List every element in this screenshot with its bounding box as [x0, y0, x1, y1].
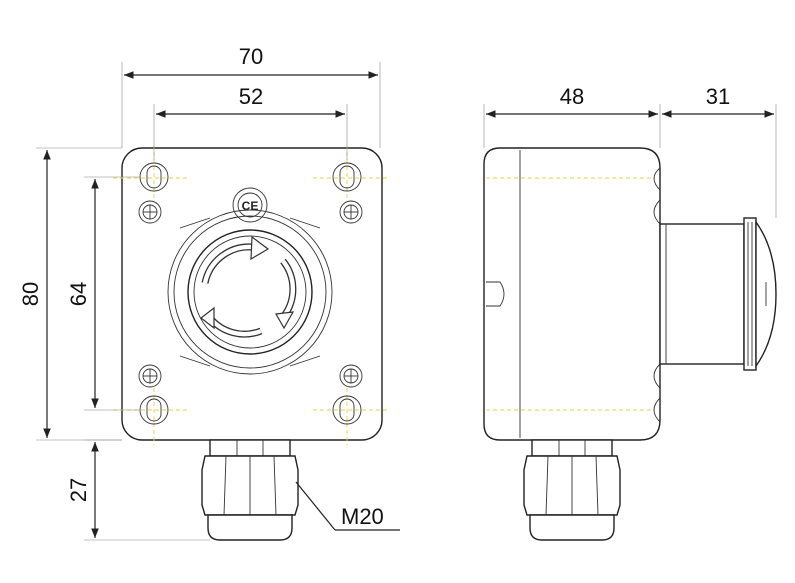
screw-icon: [339, 200, 363, 224]
dim-width-outer: 70: [121, 44, 381, 148]
thread-label: M20: [341, 504, 384, 529]
dim-label-31: 31: [706, 84, 730, 109]
dim-height-holes: 64: [66, 176, 140, 411]
dim-label-70: 70: [239, 44, 263, 69]
dim-gland-length: 27: [66, 439, 210, 541]
button-side: [659, 217, 777, 371]
screw-icon: [138, 364, 162, 388]
side-view: 48 31: [483, 84, 777, 541]
dim-label-80: 80: [18, 282, 43, 306]
dim-side-depth: 48: [483, 84, 661, 148]
dim-label-52: 52: [239, 84, 263, 109]
cert-mark-label: CE: [242, 199, 259, 213]
enclosure-side: [483, 147, 661, 441]
dim-height-outer: 80: [18, 147, 122, 441]
dim-label-48: 48: [560, 84, 584, 109]
dim-width-holes: 52: [153, 84, 348, 160]
screw-icon: [339, 364, 363, 388]
cover-screws: [138, 200, 363, 388]
thread-callout: M20: [295, 481, 400, 531]
rotate-release-icon: [200, 235, 297, 338]
screw-icon: [138, 200, 162, 224]
cable-gland-side: [523, 439, 621, 541]
dim-button-depth: 31: [662, 84, 777, 218]
mounting-hole-bottom-right: [332, 395, 362, 425]
mounting-hole-top-right: [332, 162, 362, 192]
dim-label-27: 27: [66, 478, 91, 502]
front-view: CE: [18, 44, 400, 541]
dim-label-64: 64: [66, 282, 91, 306]
cable-gland-front: [201, 439, 299, 541]
cert-mark-icon: CE: [232, 187, 268, 223]
